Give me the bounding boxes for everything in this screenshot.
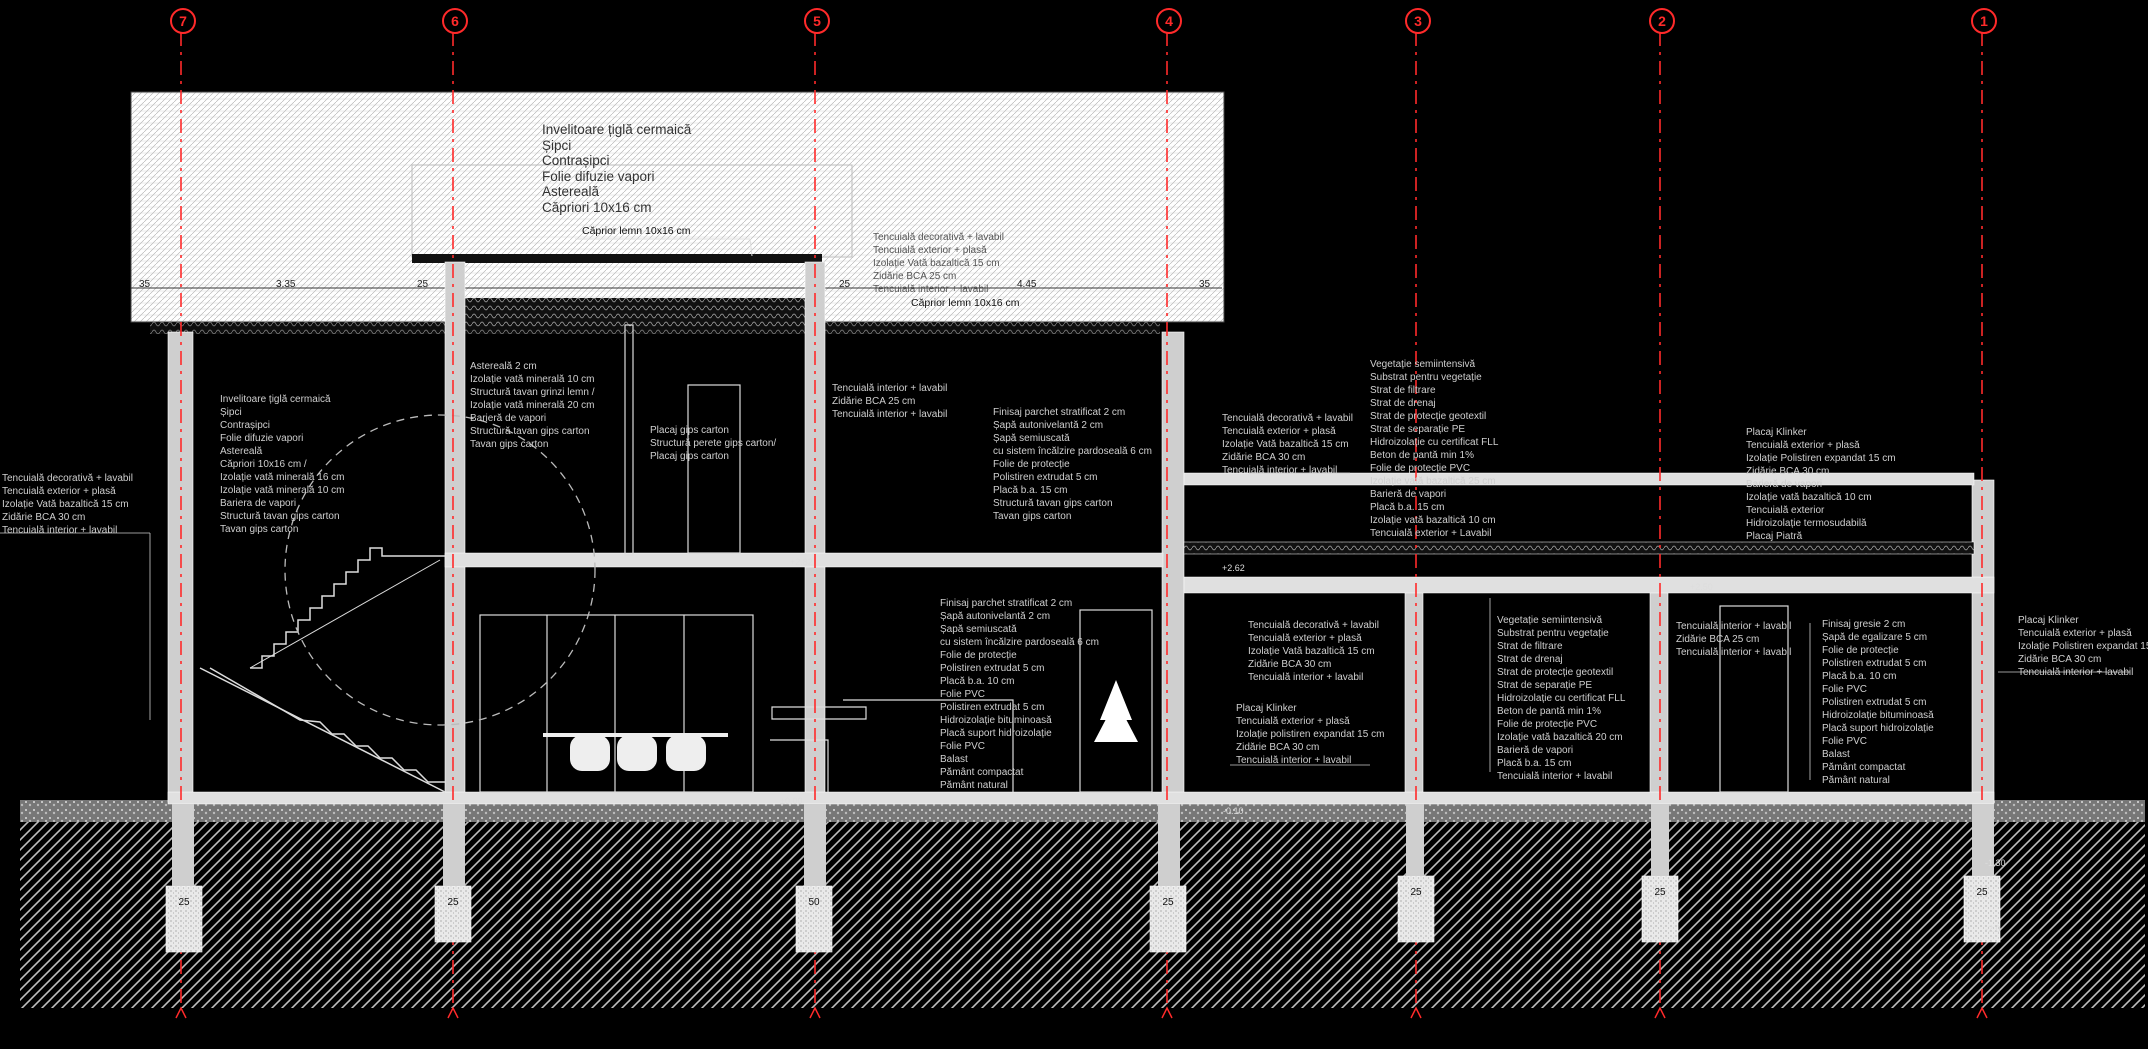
footing-label-1: 25 [1976,887,1988,898]
dim-25-b: 25 [839,279,851,290]
footings [165,875,2001,953]
footing-label-4: 25 [1162,897,1174,908]
level-2-82: +2.82 [790,557,813,567]
stair-swing-arc [284,414,596,726]
dim-3-35: 3.35 [276,279,296,290]
dim-35-right: 35 [1199,279,1211,290]
dim-35-left: 35 [139,279,151,290]
level-minus-0-10: -0.10 [1223,806,1244,816]
axis-bubble-7: 7 [170,8,196,34]
axis-bubble-5: 5 [804,8,830,34]
footing-label-2: 25 [1654,887,1666,898]
footing-label-7: 25 [178,897,190,908]
axis-bubble-1: 1 [1971,8,1997,34]
footing-label-5: 50 [808,897,820,908]
slabs [167,472,1995,805]
soil-hatch [20,818,2145,1008]
axis-bubble-4: 4 [1156,8,1182,34]
rafter-label-2: Căprior lemn 10x16 cm [911,297,1020,309]
footing-label-6: 25 [447,897,459,908]
roof-tiles [130,91,1225,323]
axis-bubble-6: 6 [442,8,468,34]
footing-label-3: 25 [1410,887,1422,898]
rafter-label-1: Căprior lemn 10x16 cm [582,225,691,237]
ridge-beam [412,254,822,263]
dim-4-45: 4.45 [1017,279,1037,290]
bottom-axis-ticks [175,1006,1988,1019]
level-2-50: +2.50 [1690,582,1713,592]
gravel-band [20,800,2145,822]
level-0-00: ±0.00 [780,796,803,806]
level-2-62: +2.62 [1222,563,1245,573]
level-minus-2-0: -2.0 [1985,924,2001,934]
axis-bubble-3: 3 [1405,8,1431,34]
level-minus-1-30: -1.30 [1985,858,2006,868]
stair [199,547,446,793]
dim-25-a: 25 [417,279,429,290]
axis-bubble-2: 2 [1649,8,1675,34]
